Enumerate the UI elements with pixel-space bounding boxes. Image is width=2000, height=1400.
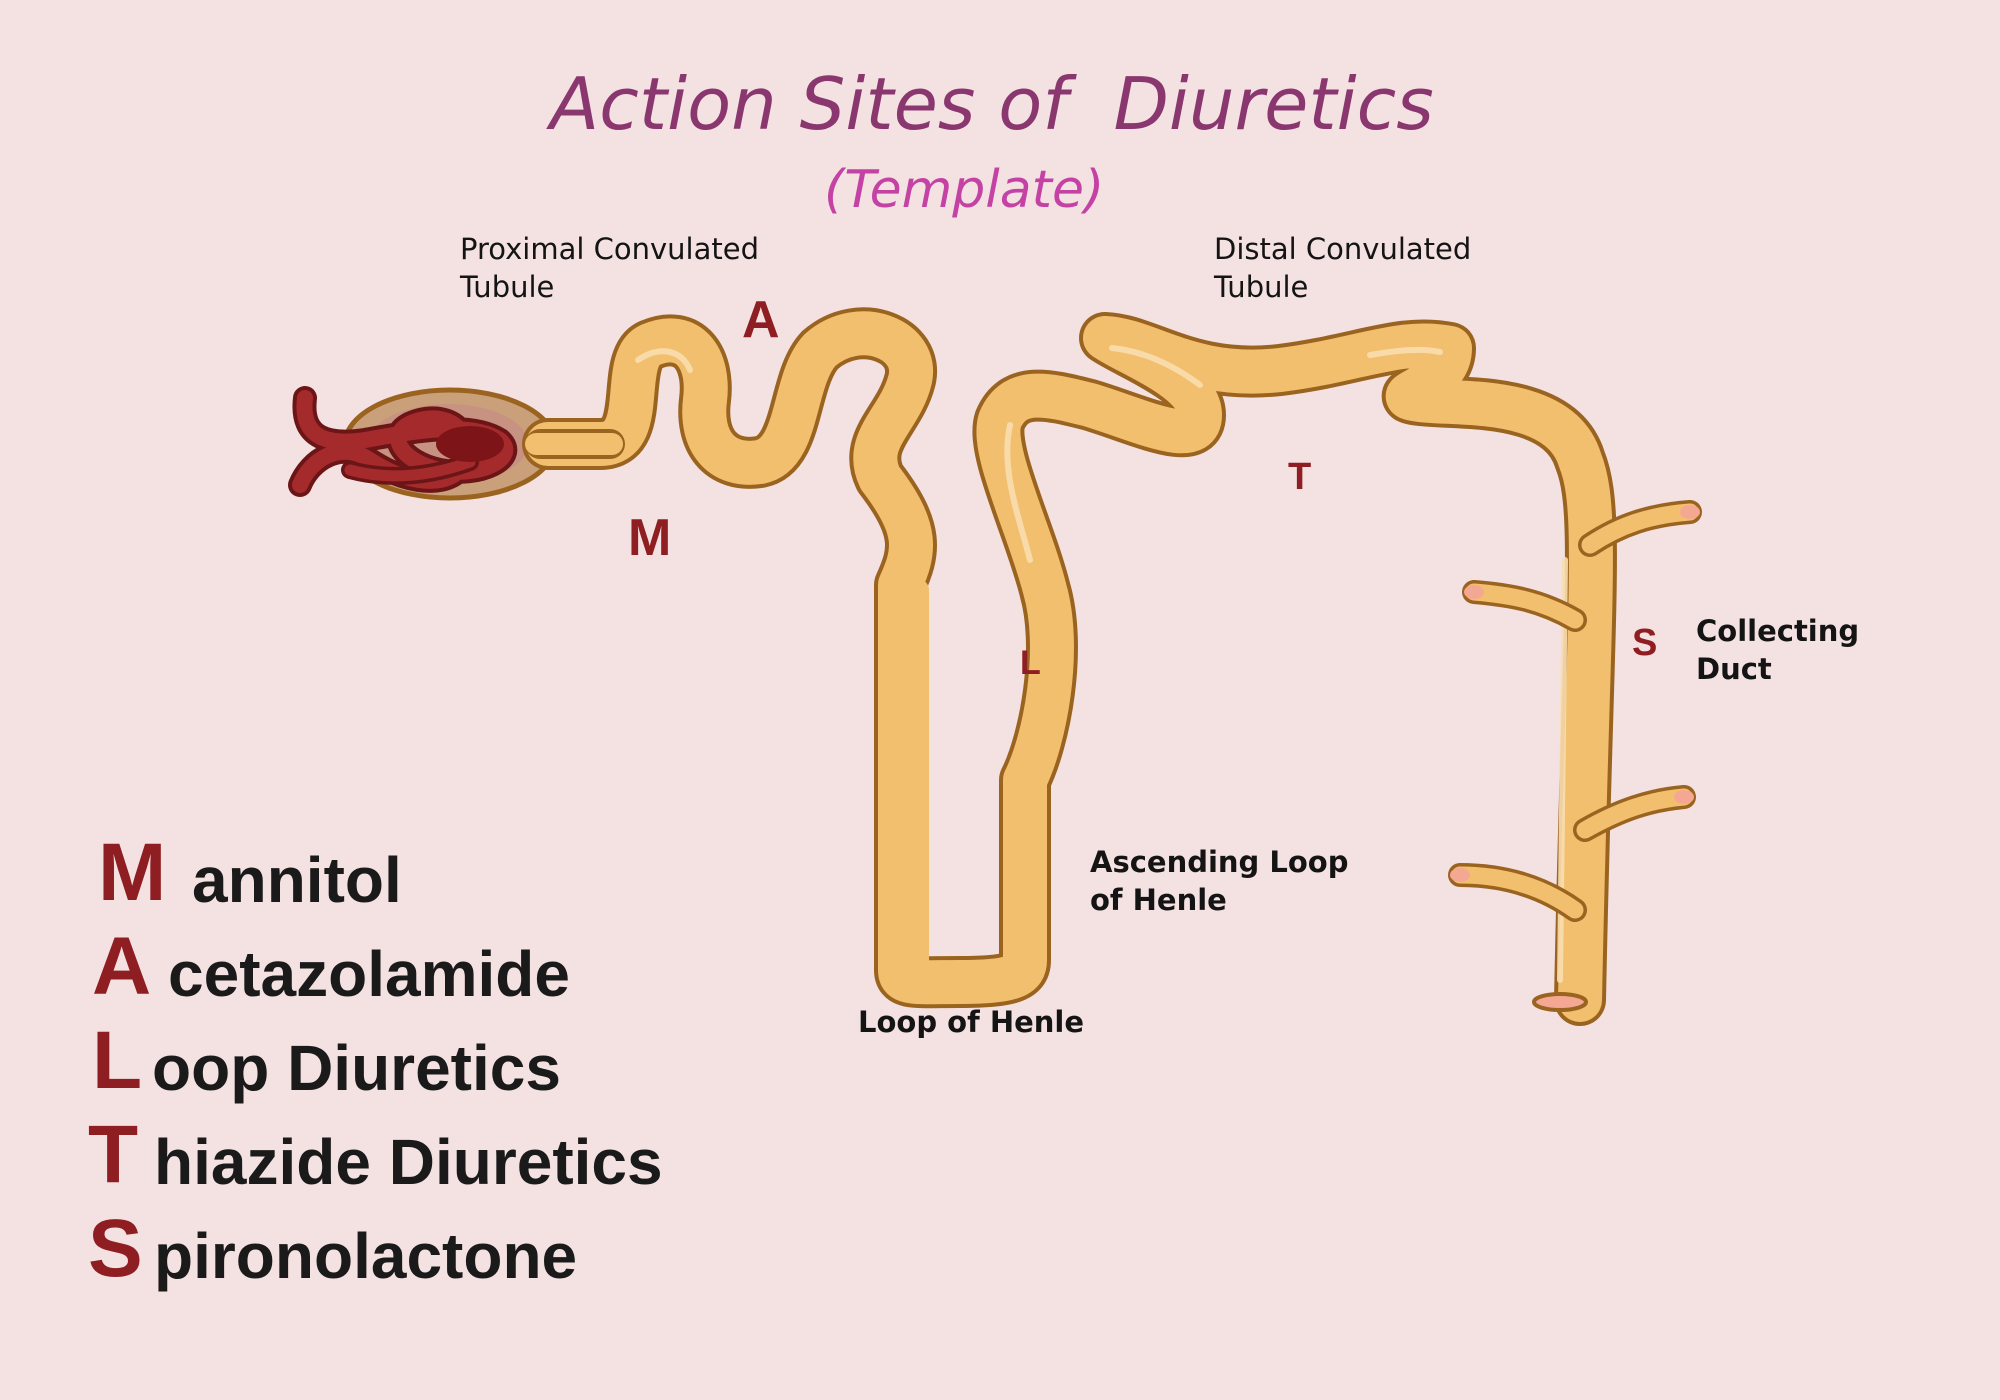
collecting-duct-end — [1532, 992, 1588, 1012]
mnemonic-text: pironolactone — [154, 1220, 578, 1292]
pct-fill — [526, 311, 1613, 1022]
site-letter-t: T — [1288, 456, 1312, 498]
site-letter-s: S — [1632, 622, 1658, 664]
mnemonic-letter: T — [88, 1109, 139, 1200]
mnemonic-row-spironolactone: S pironolactone — [86, 1204, 577, 1298]
loop-of-henle-label: Loop of Henle — [858, 1005, 1085, 1039]
mnemonic-letter: A — [92, 921, 152, 1012]
mnemonic-row-mannitol: M annitol — [86, 828, 402, 922]
mnemonic-letter: M — [98, 827, 167, 918]
mnemonic-row-acetazolamide: A cetazolamide — [86, 922, 570, 1016]
dct-label-line2: Tubule — [1214, 270, 1309, 304]
glomerulus — [288, 386, 517, 497]
mnemonic-text: cetazolamide — [168, 938, 570, 1010]
ascending-label-line2: of Henle — [1090, 883, 1227, 917]
mnemonic-letter: S — [88, 1203, 143, 1294]
site-letter-l: L — [1020, 644, 1041, 682]
pct-label-line1: Proximal Convulated — [460, 232, 759, 266]
mnemonic-text: hiazide Diuretics — [154, 1126, 663, 1198]
site-letter-m: M — [628, 509, 672, 567]
site-letter-a: A — [742, 291, 780, 349]
ascending-loop-label: Ascending Loop of Henle — [1090, 843, 1349, 919]
mnemonic-row-loop-diuretics: L oop Diuretics — [86, 1016, 561, 1110]
diagram-subtitle: (Template) — [824, 160, 1105, 220]
ascending-label-line1: Ascending Loop — [1090, 845, 1349, 879]
pct-label-line2: Tubule — [460, 270, 555, 304]
mnemonic-row-thiazide: T hiazide Diuretics — [86, 1110, 663, 1204]
collecting-label-line1: Collecting — [1696, 614, 1860, 648]
collecting-duct-branches — [1448, 500, 1702, 922]
renal-tubule — [522, 307, 1617, 1026]
malts-mnemonic: M annitol A cetazolamide L oop Diuretics… — [86, 828, 663, 1298]
diagram-title: Action Sites of Diuretics — [550, 62, 1434, 146]
mnemonic-text: oop Diuretics — [152, 1032, 561, 1104]
dct-label-line1: Distal Convulated — [1214, 232, 1472, 266]
collecting-label-line2: Duct — [1696, 652, 1772, 686]
mnemonic-letter: L — [92, 1015, 143, 1106]
mnemonic-text: annitol — [192, 844, 402, 916]
